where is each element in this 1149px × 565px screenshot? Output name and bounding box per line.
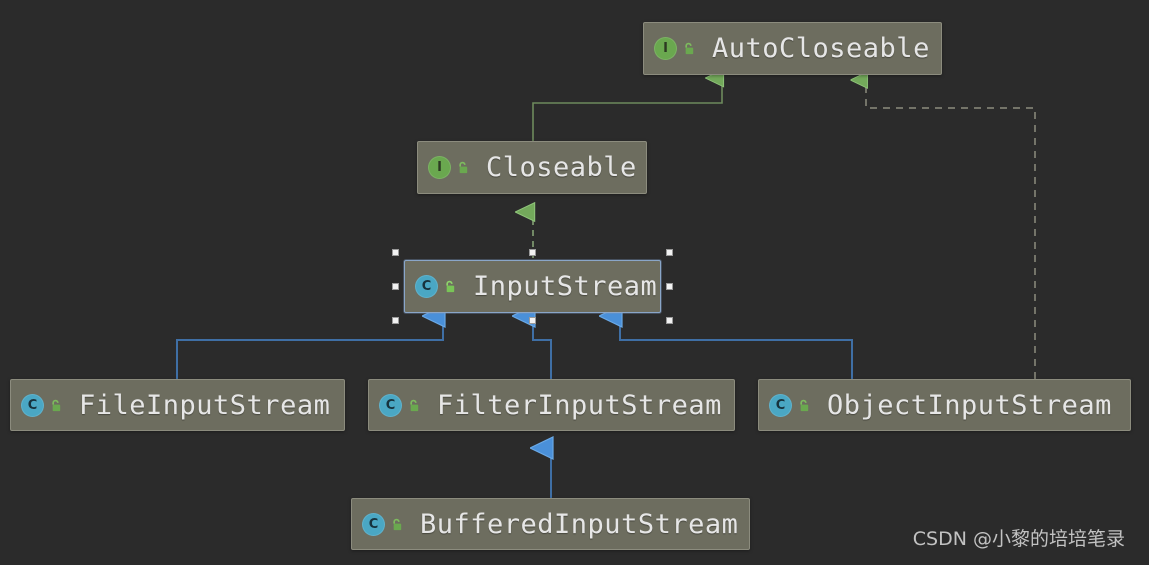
class-icon: C [21, 393, 44, 417]
class-icon: C [362, 512, 385, 536]
node-label: Closeable [486, 152, 637, 183]
selection-handle-top-left[interactable] [392, 249, 399, 256]
watermark-text: CSDN @小黎的培培笔录 [912, 528, 1125, 550]
unlocked-padlock-icon [681, 41, 696, 56]
node-icons-autocloseable: I [654, 37, 696, 60]
node-icons-objectinputstream: C [769, 393, 811, 417]
class-node-filterinputstream[interactable]: C FilterInputStream [368, 379, 735, 431]
class-node-closeable[interactable]: I Closeable [417, 141, 647, 194]
node-label: InputStream [473, 271, 658, 302]
class-node-bufferedinputstream[interactable]: C BufferedInputStream [351, 498, 750, 550]
interface-icon: I [428, 156, 451, 179]
edge-objectinputstream-to-inputstream [620, 316, 853, 379]
class-node-objectinputstream[interactable]: C ObjectInputStream [758, 379, 1131, 431]
class-node-fileinputstream[interactable]: C FileInputStream [10, 379, 345, 431]
selection-handle-top-right[interactable] [666, 249, 673, 256]
unlocked-padlock-icon [389, 517, 404, 532]
class-node-autocloseable[interactable]: I AutoCloseable [643, 22, 942, 75]
class-icon: C [415, 275, 438, 298]
selection-handle-middle-right[interactable] [666, 283, 673, 290]
node-label: AutoCloseable [712, 33, 930, 64]
edge-objectinputstream-to-autocloseable [866, 80, 1036, 379]
class-icon: C [379, 393, 402, 417]
node-label: FilterInputStream [437, 389, 722, 421]
unlocked-padlock-icon [406, 398, 421, 413]
edge-closeable-to-autocloseable [532, 78, 722, 141]
selection-handle-middle-left[interactable] [392, 283, 399, 290]
node-icons-fileinputstream: C [21, 393, 63, 417]
node-icons-inputstream: C [415, 275, 457, 298]
edge-fileinputstream-to-inputstream [176, 316, 443, 379]
edge-filterinputstream-to-inputstream [533, 316, 552, 379]
unlocked-padlock-icon [48, 398, 63, 413]
node-icons-bufferedinputstream: C [362, 512, 404, 536]
unlocked-padlock-icon [442, 279, 457, 294]
unlocked-padlock-icon [796, 398, 811, 413]
node-label: ObjectInputStream [827, 389, 1112, 421]
selection-handle-top-center[interactable] [529, 249, 536, 256]
node-icons-closeable: I [428, 156, 470, 179]
selection-handle-bottom-right[interactable] [666, 317, 673, 324]
node-icons-filterinputstream: C [379, 393, 421, 417]
interface-icon: I [654, 37, 677, 60]
selection-handle-bottom-left[interactable] [392, 317, 399, 324]
node-label: BufferedInputStream [420, 508, 739, 540]
selection-handle-bottom-center[interactable] [529, 317, 536, 324]
node-label: FileInputStream [79, 389, 331, 421]
unlocked-padlock-icon [455, 160, 470, 175]
class-icon: C [769, 393, 792, 417]
class-node-inputstream[interactable]: C InputStream [404, 260, 661, 313]
